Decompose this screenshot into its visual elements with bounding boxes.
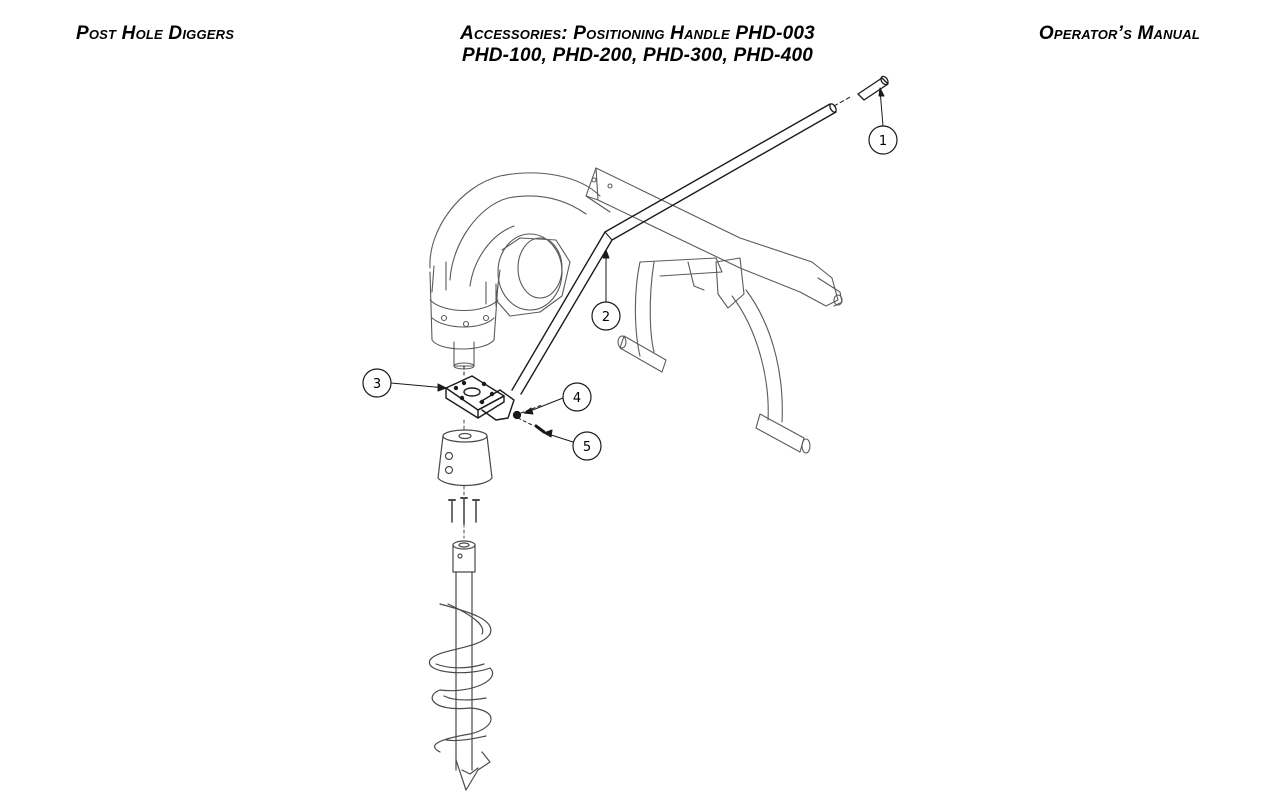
- handle-grip-part: [833, 75, 889, 107]
- bolt-fastener-part: [517, 417, 546, 434]
- header-right-title: Operator’s Manual: [1038, 23, 1200, 44]
- header-left-title: Post Hole Diggers: [76, 23, 235, 44]
- callout-5-number: 5: [583, 440, 591, 455]
- header-center-title: Accessories: Positioning Handle PHD-003 …: [0, 22, 1275, 67]
- positioning-handle-rod-part: [511, 103, 837, 395]
- digger-frame-illustration: [429, 167, 843, 454]
- callout-1: 1: [868, 125, 898, 155]
- mounting-bracket-part: [445, 365, 515, 421]
- callout-3-number: 3: [373, 377, 381, 392]
- callout-5: 5: [572, 431, 602, 461]
- auger-bit-illustration: [429, 540, 493, 791]
- header-center-line2: PHD-100, PHD-200, PHD-300, PHD-400: [461, 45, 814, 66]
- callout-4-number: 4: [573, 391, 581, 406]
- callout-1-number: 1: [879, 134, 887, 149]
- callout-leader-lines: [390, 87, 885, 443]
- auger-adapter-illustration: [437, 419, 493, 539]
- callout-4: 4: [562, 382, 592, 412]
- callout-3: 3: [362, 368, 392, 398]
- header-center-line1: Accessories: Positioning Handle PHD-003: [460, 23, 815, 44]
- callout-2-number: 2: [602, 310, 610, 325]
- nut-fastener-part: [512, 404, 543, 420]
- callout-2: 2: [591, 301, 621, 331]
